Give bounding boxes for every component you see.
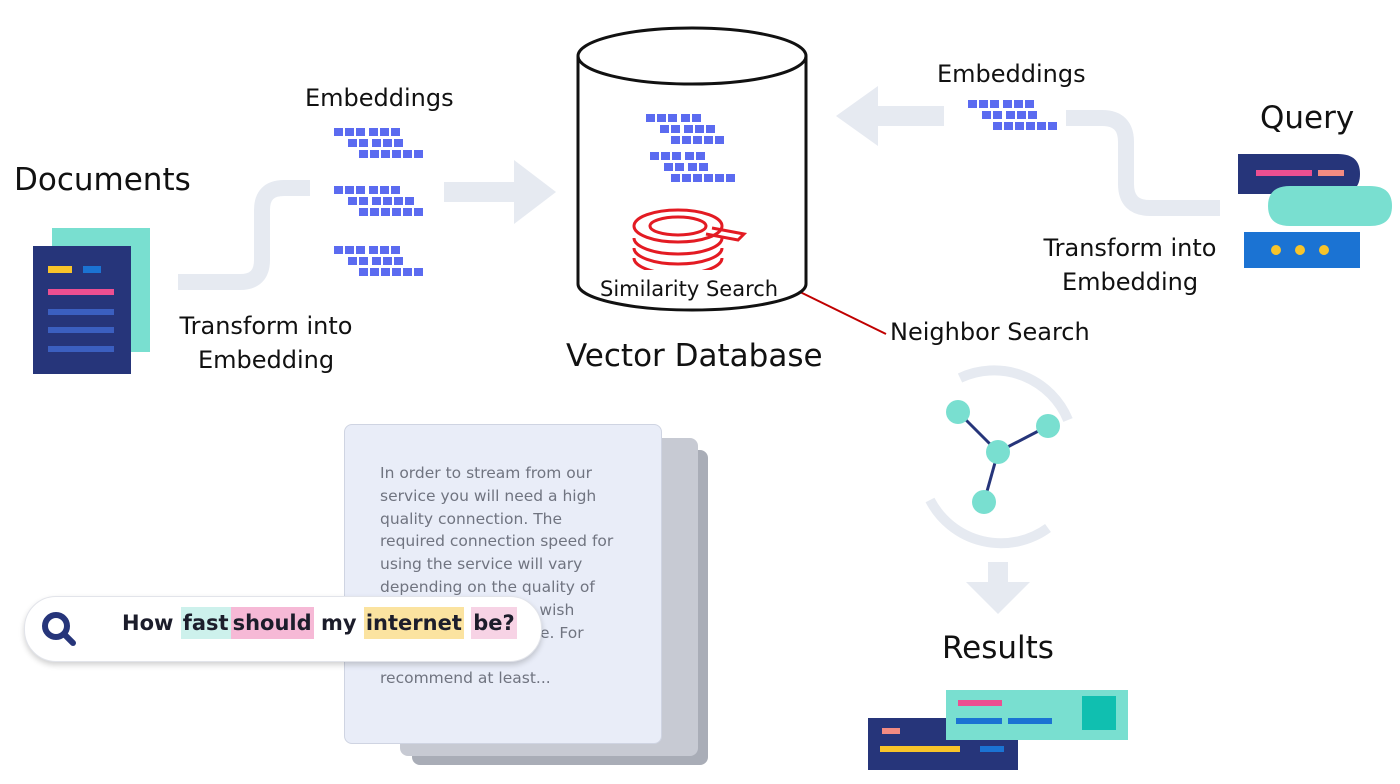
query-label: Query — [1260, 100, 1355, 136]
network-arc — [957, 365, 1073, 422]
embeddings-to-db-arrow-head — [514, 160, 556, 224]
transform-left-line2: Embedding — [197, 346, 335, 374]
results-cards-icon — [868, 690, 1128, 770]
docs-to-embeddings-connector — [178, 180, 310, 290]
transform-right-label: Transform into Embedding — [1036, 234, 1224, 296]
search-icon — [42, 612, 76, 646]
similarity-search-label: Similarity Search — [600, 277, 779, 301]
results-arrow-head — [966, 582, 1030, 614]
embeddings-to-db-arrow-shaft — [444, 182, 514, 202]
search-word-highlight: be? — [471, 607, 517, 639]
search-word-highlight: fast — [180, 607, 231, 639]
vector-database-label: Vector Database — [566, 338, 823, 374]
documents-icon — [33, 228, 150, 374]
doc-line: service you will need a high — [380, 486, 597, 505]
query-to-embeddings-connector — [1066, 110, 1220, 216]
transform-left-line1: Transform into — [179, 312, 353, 340]
neighbor-network-icon — [946, 400, 1060, 514]
transform-right-line1: Transform into — [1043, 234, 1217, 262]
embeddings-right-label: Embeddings — [937, 60, 1086, 88]
neighbor-search-connector — [795, 289, 887, 335]
document-card-front — [344, 424, 662, 744]
query-to-db-arrow-shaft — [878, 106, 944, 126]
search-word: my — [320, 611, 357, 635]
embeddings-left-label: Embeddings — [305, 84, 454, 112]
transform-right-line2: Embedding — [1061, 268, 1199, 296]
document-card-stack — [344, 424, 708, 765]
doc-line: recommend at least... — [380, 669, 551, 688]
vector-database-cylinder — [576, 26, 808, 312]
doc-line: quality connection. The — [380, 509, 563, 528]
doc-line: depending on the quality of — [380, 577, 595, 596]
documents-label: Documents — [14, 162, 191, 198]
results-label: Results — [942, 630, 1054, 666]
search-word-highlight: internet — [363, 607, 464, 639]
network-arc-lower — [925, 497, 1051, 549]
results-arrow-shaft — [988, 562, 1008, 582]
query-to-db-arrow-head — [836, 86, 878, 146]
document-card-text: In order to stream from our service you … — [380, 462, 630, 690]
doc-line: required connection speed for — [380, 532, 614, 551]
search-word-highlight: should — [230, 607, 314, 639]
embeddings-left-icon — [334, 128, 423, 276]
db-embeddings-icon — [646, 114, 735, 182]
embeddings-right-icon — [968, 100, 1057, 130]
doc-line: using the service will vary — [380, 555, 583, 574]
transform-left-label: Transform into Embedding — [172, 312, 360, 374]
doc-line: In order to stream from our — [380, 464, 592, 482]
neighbor-search-label: Neighbor Search — [890, 318, 1090, 346]
query-chat-icon — [1238, 154, 1392, 268]
search-word: How — [122, 611, 174, 635]
similarity-search-icon — [632, 208, 748, 270]
